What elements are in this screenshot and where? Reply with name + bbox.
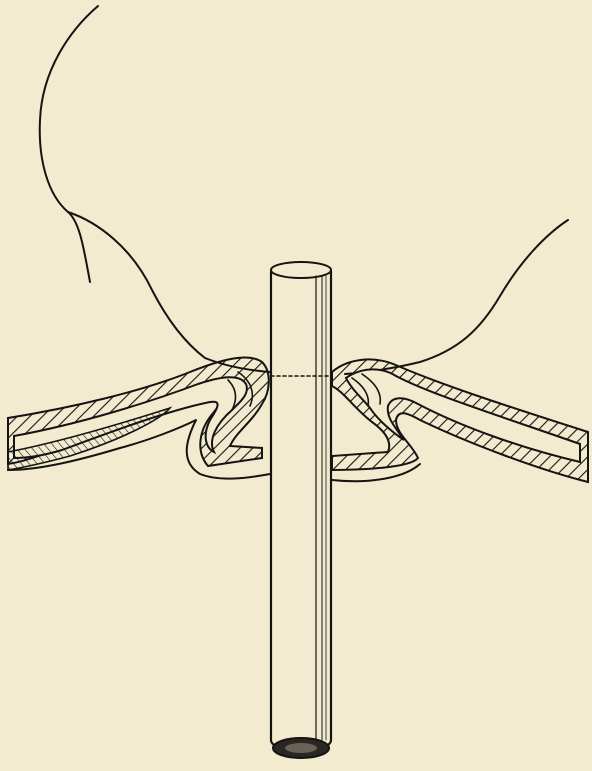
tissue-layer-left <box>8 357 270 478</box>
tissue-layer-right <box>332 359 588 482</box>
drainage-tube <box>271 262 331 758</box>
suture-thread-right <box>345 220 568 374</box>
suture-thread-left <box>40 6 270 372</box>
